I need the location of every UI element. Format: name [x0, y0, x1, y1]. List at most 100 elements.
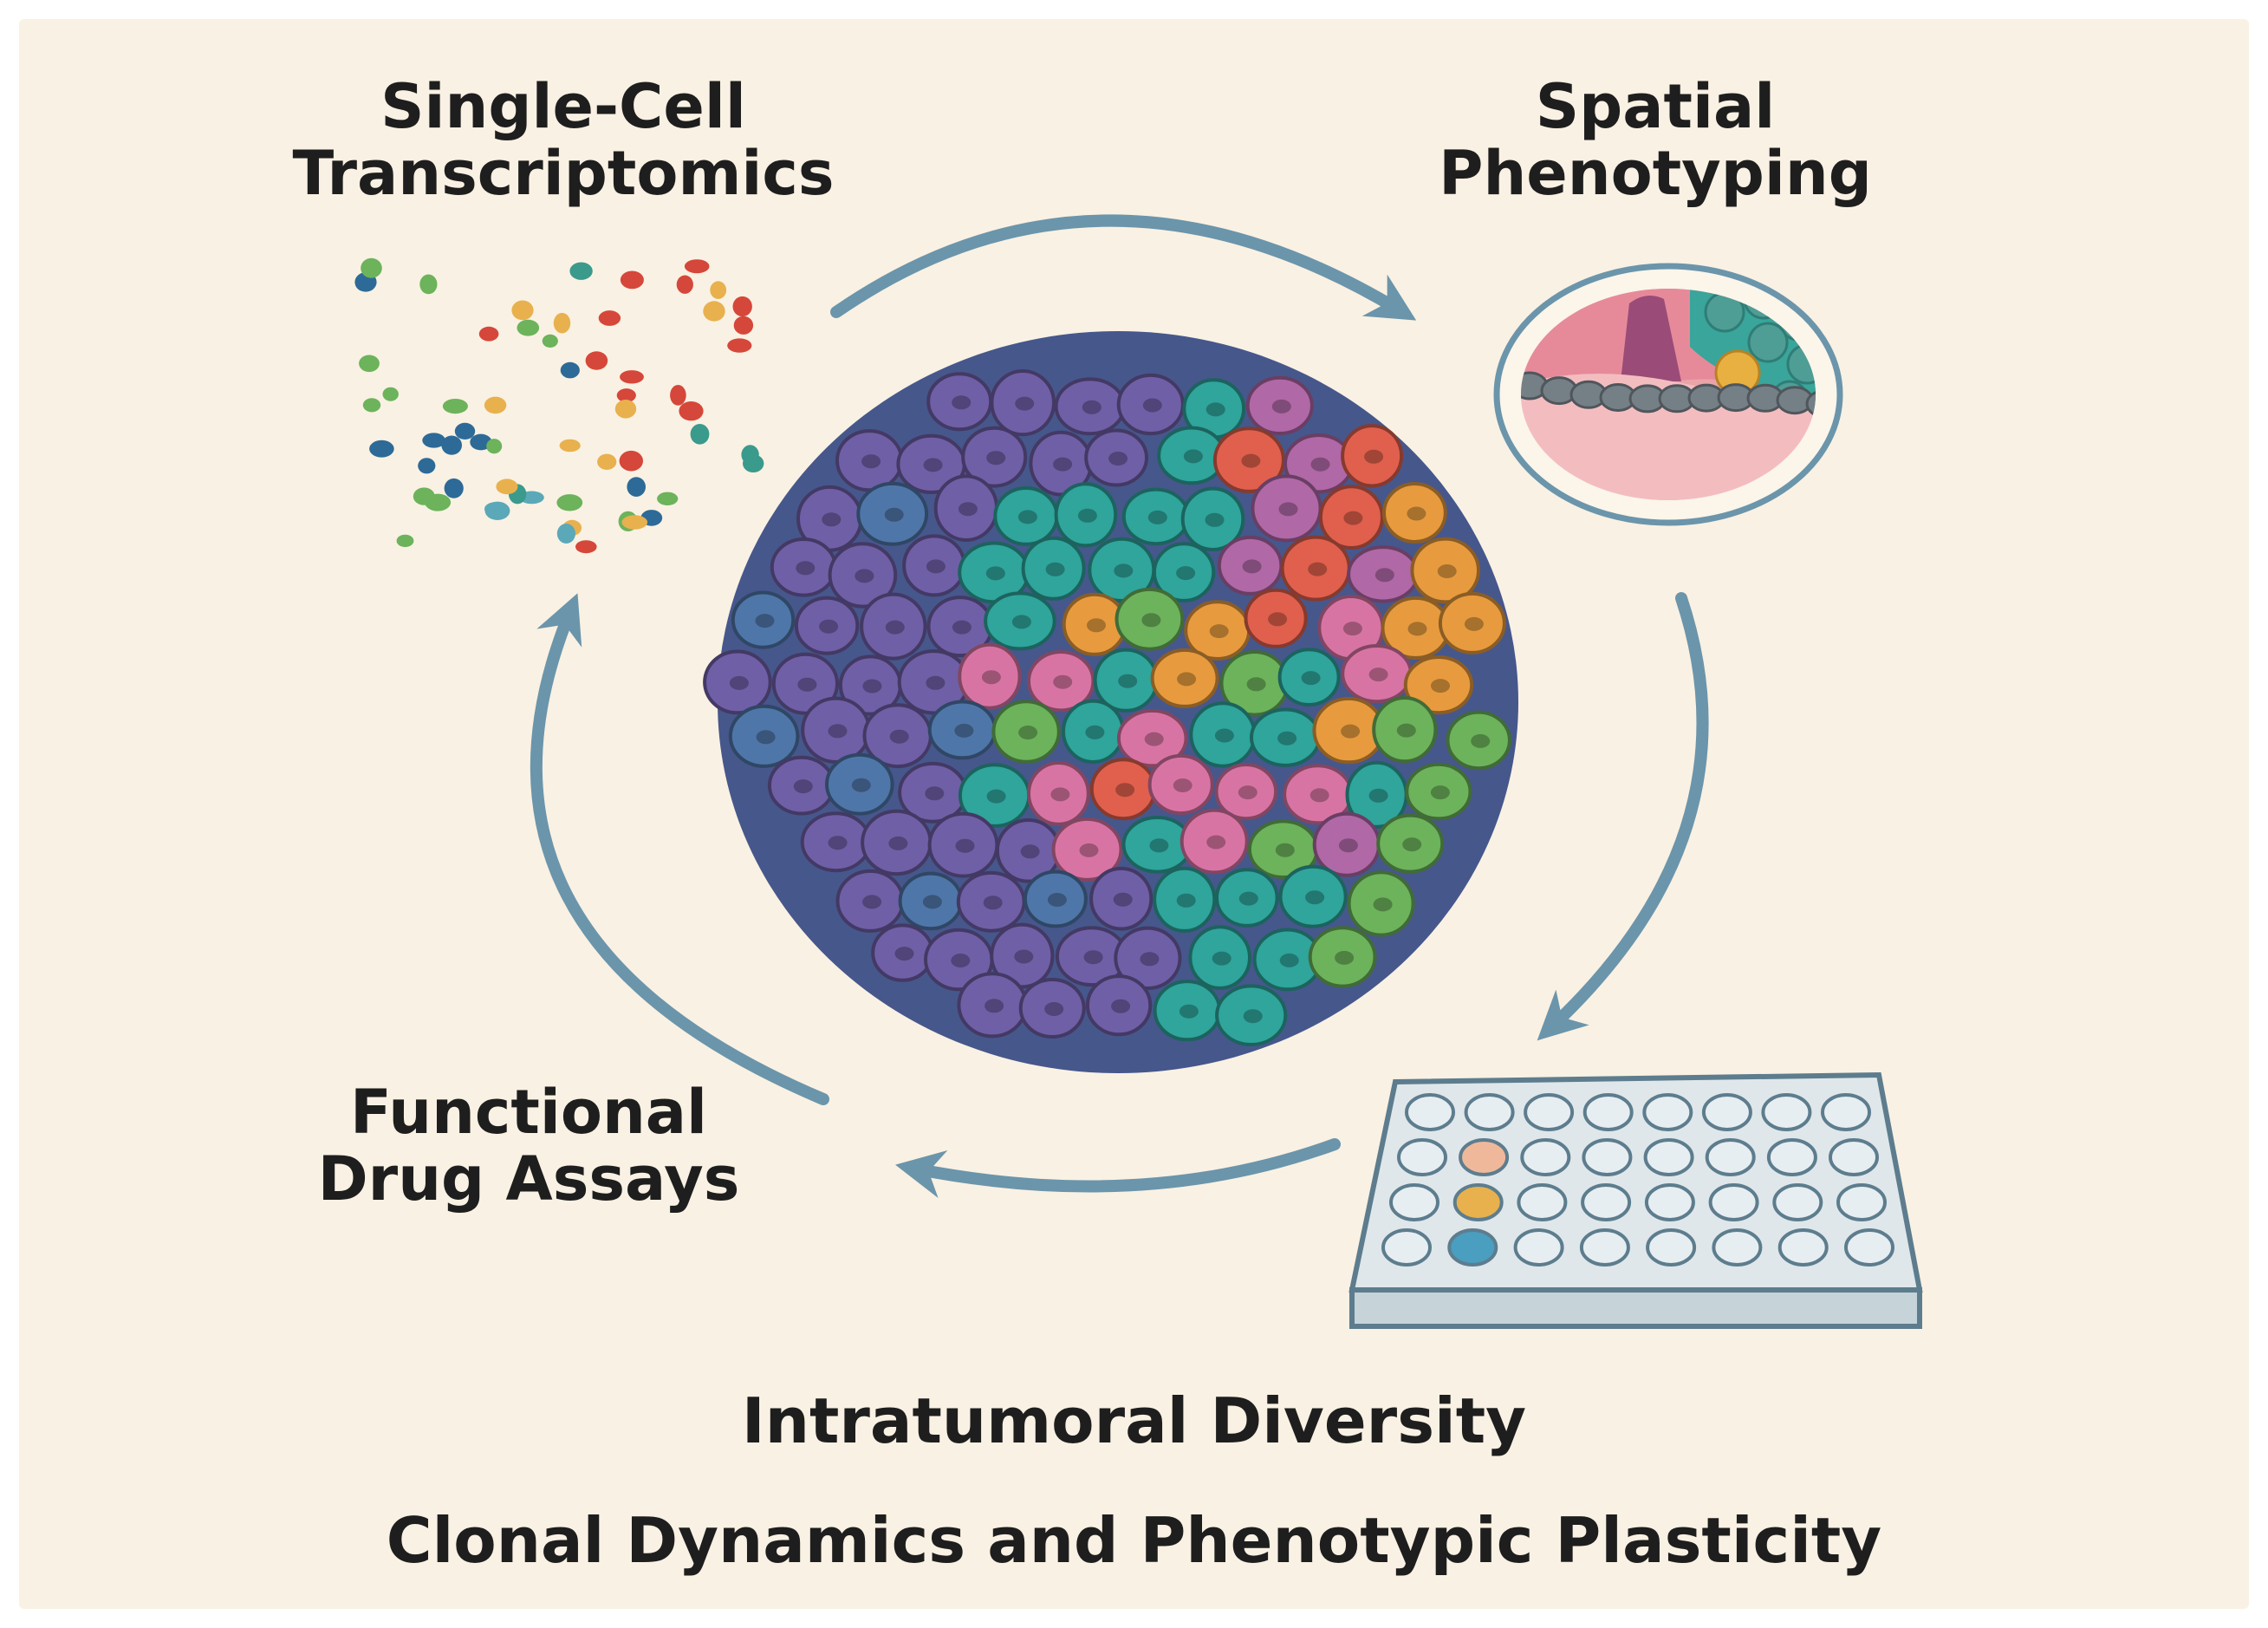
single-cell-dot — [369, 440, 394, 458]
cell-nucleus — [1268, 612, 1288, 627]
cell-nucleus — [1407, 622, 1427, 636]
cell-nucleus — [889, 729, 909, 744]
cell-nucleus — [1111, 999, 1131, 1013]
single-cell-dot — [620, 370, 644, 384]
single-cell-dot — [484, 502, 504, 516]
cell-nucleus — [1402, 837, 1422, 852]
well — [1644, 1183, 1695, 1221]
cell-nucleus — [923, 458, 943, 472]
cell-nucleus — [1108, 452, 1128, 466]
cell-nucleus — [1342, 622, 1362, 636]
cell-nucleus — [1114, 563, 1134, 578]
single-cell-dot — [556, 494, 583, 511]
well — [1646, 1228, 1697, 1267]
cell-nucleus — [1238, 785, 1257, 800]
cell-nucleus — [1310, 457, 1330, 472]
cell-nucleus — [1214, 728, 1234, 743]
cell-nucleus — [1275, 843, 1295, 857]
cell-nucleus — [884, 507, 904, 522]
cell-nucleus — [1044, 1002, 1064, 1016]
well — [1464, 1093, 1515, 1131]
cell-nucleus — [1045, 562, 1065, 576]
single-cell-dot — [413, 487, 435, 505]
cell-nucleus — [828, 836, 848, 850]
cell-nucleus — [822, 512, 842, 527]
intratumoral-diversity-label: Intratumoral Diversity — [741, 1384, 1527, 1457]
single-cell-dot — [517, 319, 540, 336]
well — [1844, 1228, 1894, 1267]
arrow-to-spatial-icon — [830, 214, 1417, 321]
cell-nucleus — [1140, 952, 1160, 967]
well — [1701, 1093, 1752, 1131]
cell-nucleus — [1173, 778, 1192, 792]
single-cell-dot — [362, 398, 381, 413]
single-cell-dot — [553, 312, 571, 334]
cell-nucleus — [1177, 672, 1197, 687]
cell-nucleus — [986, 789, 1006, 804]
well — [1821, 1093, 1871, 1131]
single-cell-dot — [619, 450, 643, 472]
cell-nucleus — [1335, 950, 1355, 965]
cell-nucleus — [955, 838, 975, 853]
cell-nucleus — [1020, 844, 1040, 859]
clonal-dynamics-label: Clonal Dynamics and Phenotypic Plasticit… — [386, 1504, 1882, 1577]
cell-nucleus — [981, 670, 1001, 685]
well — [1579, 1228, 1630, 1267]
single-cell-dot — [743, 454, 764, 472]
cell-nucleus — [1176, 893, 1196, 908]
well — [1582, 1093, 1634, 1131]
single-cell-dot — [418, 458, 436, 474]
single-cell-dot — [703, 301, 725, 322]
cell-nucleus — [1014, 949, 1034, 964]
well — [1459, 1138, 1510, 1176]
arrow-to-functional-icon — [895, 1138, 1341, 1198]
well — [1389, 1183, 1439, 1221]
cell-nucleus — [1279, 953, 1299, 967]
well — [1397, 1138, 1447, 1176]
functional-label-line2: Drug Assays — [317, 1143, 740, 1214]
single-cell-dot — [441, 435, 462, 455]
single-cell-dot — [676, 275, 693, 294]
cell-nucleus — [1047, 893, 1067, 907]
single-cell-dot — [422, 433, 445, 448]
tissue-section-icon — [1493, 263, 1843, 526]
single-cell-dot — [382, 387, 399, 401]
cell-nucleus — [1338, 838, 1358, 853]
cell-nucleus — [985, 999, 1004, 1013]
single-cell-dot — [616, 388, 636, 403]
single-cell-dot — [575, 540, 597, 554]
cell-nucleus — [1271, 399, 1291, 414]
cell-nucleus — [729, 675, 749, 690]
single-cell-dot — [444, 478, 464, 498]
cell-nucleus — [1011, 615, 1031, 629]
cell-nucleus — [1464, 616, 1484, 631]
single-cell-dot — [657, 492, 679, 505]
cell-nucleus — [1149, 838, 1169, 853]
well — [1712, 1228, 1763, 1267]
cell-nucleus — [1050, 787, 1070, 802]
cell-nucleus — [1017, 510, 1037, 524]
cell-nucleus — [1243, 1009, 1263, 1024]
cell-nucleus — [828, 724, 848, 739]
tumor-cell-cluster-icon — [703, 331, 1518, 1073]
cell-nucleus — [925, 786, 945, 801]
cell-nucleus — [1212, 951, 1231, 966]
cell-nucleus — [1082, 400, 1102, 414]
well — [1642, 1093, 1693, 1131]
well — [1381, 1228, 1432, 1267]
well — [1708, 1183, 1759, 1221]
cell-nucleus — [755, 614, 775, 628]
well — [1513, 1228, 1564, 1267]
cell-nucleus — [1437, 564, 1457, 578]
cell-nucleus — [1374, 568, 1394, 583]
cell-nucleus — [756, 730, 776, 745]
cell-nucleus — [1471, 733, 1491, 748]
cell-nucleus — [1341, 724, 1361, 739]
cell-nucleus — [1301, 671, 1321, 686]
cell-nucleus — [861, 454, 881, 469]
cell-nucleus — [1141, 613, 1161, 628]
cell-nucleus — [1242, 559, 1262, 574]
functional-label-line1: Functional — [349, 1077, 708, 1148]
cell-nucleus — [797, 677, 817, 692]
cell-nucleus — [1309, 788, 1329, 803]
